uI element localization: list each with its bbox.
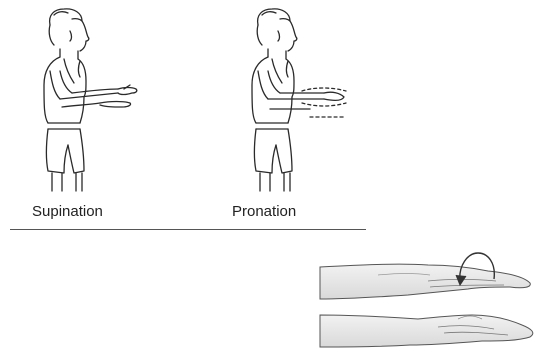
divider-line xyxy=(10,229,366,230)
supination-figure xyxy=(20,5,150,195)
pronation-caption: Pronation xyxy=(232,203,296,220)
hands-rotation-illustration xyxy=(318,245,540,355)
palm-down-hand xyxy=(320,264,530,299)
pronation-figure xyxy=(228,5,358,195)
palm-up-hand xyxy=(320,315,533,347)
supination-caption: Supination xyxy=(32,203,103,220)
